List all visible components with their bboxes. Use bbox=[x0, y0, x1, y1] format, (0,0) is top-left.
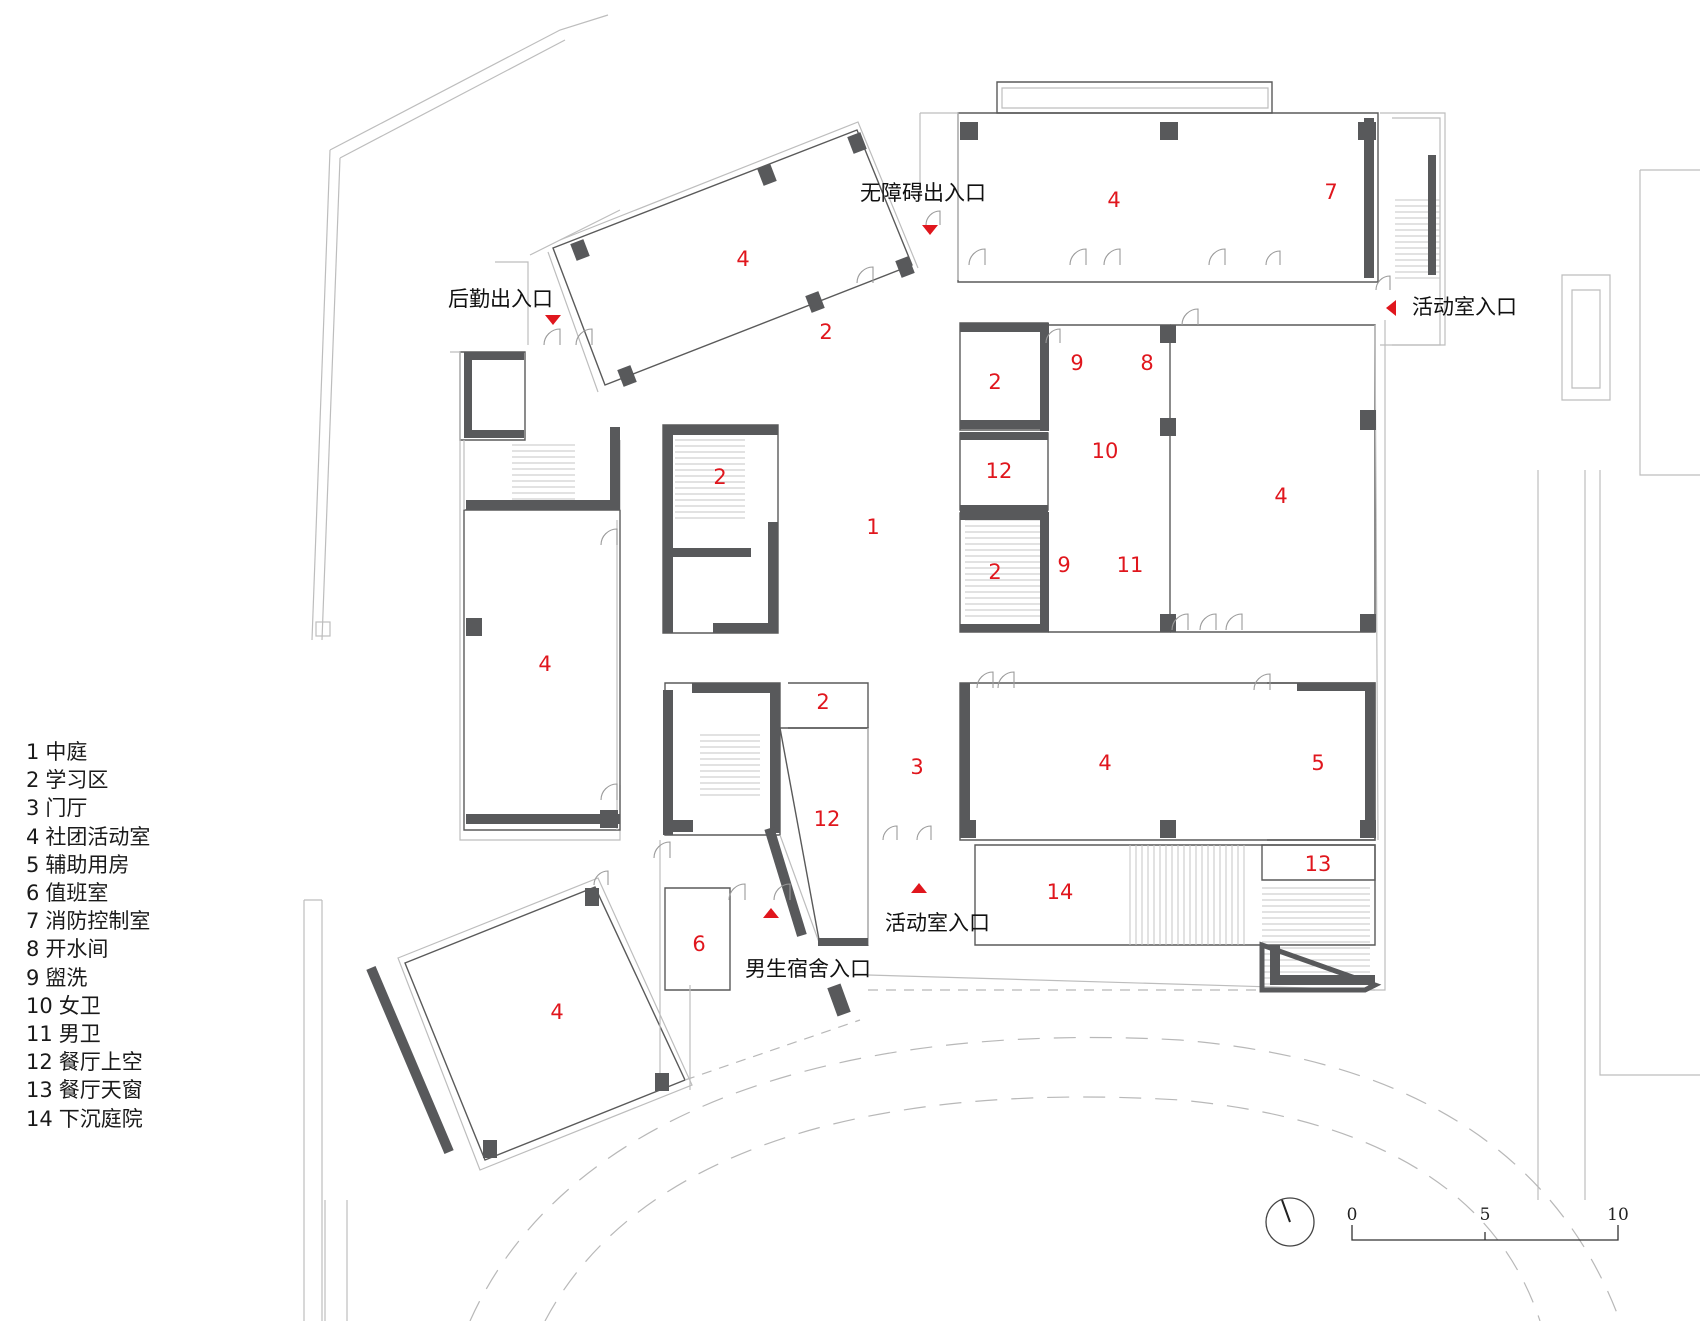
walls bbox=[366, 118, 1436, 1158]
entrance-arrow-icon bbox=[545, 315, 561, 325]
room-label-10: 10 bbox=[1092, 439, 1119, 463]
room-label-6: 6 bbox=[692, 932, 705, 956]
entrance-arrow-icon bbox=[911, 883, 927, 893]
room-label-5: 5 bbox=[1311, 751, 1324, 775]
room-label-2: 2 bbox=[816, 690, 829, 714]
room-label-9: 9 bbox=[1070, 351, 1083, 375]
entrance-arrow-icon bbox=[922, 225, 938, 235]
room-label-4: 4 bbox=[1098, 751, 1111, 775]
north-arrow-icon bbox=[1265, 1197, 1315, 1247]
stairs bbox=[512, 199, 1440, 985]
room-label-14: 14 bbox=[1047, 880, 1074, 904]
room-labels: 4 2 4 7 2 9 8 10 12 2 1 2 9 11 4 4 2 3 1… bbox=[538, 180, 1337, 1024]
entrance-label-dorm: 男生宿舍入口 bbox=[745, 957, 871, 981]
room-label-4: 4 bbox=[550, 1000, 563, 1024]
room-label-1: 1 bbox=[866, 515, 879, 539]
room-label-11: 11 bbox=[1117, 553, 1144, 577]
room-label-2: 2 bbox=[988, 370, 1001, 394]
door-swings bbox=[543, 210, 1391, 901]
entrance-label-activity-east: 活动室入口 bbox=[1412, 295, 1517, 319]
site-context bbox=[303, 14, 1700, 1321]
room-label-2: 2 bbox=[819, 320, 832, 344]
entrance-arrow-icon bbox=[763, 908, 779, 918]
plaza-arc bbox=[469, 1036, 1621, 1321]
room-label-3: 3 bbox=[910, 755, 923, 779]
room-label-12: 12 bbox=[986, 459, 1013, 483]
scale-tick-5: 5 bbox=[1480, 1205, 1491, 1225]
room-label-8: 8 bbox=[1140, 351, 1153, 375]
room-label-2: 2 bbox=[713, 465, 726, 489]
room-label-9: 9 bbox=[1057, 553, 1070, 577]
room-label-7: 7 bbox=[1324, 180, 1337, 204]
entrance-labels: 无障碍出入口 后勤出入口 活动室入口 活动室入口 男生宿舍入口 bbox=[448, 181, 1517, 981]
entrance-label-logistics: 后勤出入口 bbox=[448, 287, 553, 311]
room-label-4: 4 bbox=[736, 247, 749, 271]
room-label-13: 13 bbox=[1305, 852, 1332, 876]
entrance-markers bbox=[545, 225, 1396, 918]
room-label-4: 4 bbox=[1107, 188, 1120, 212]
scale-tick-0: 0 bbox=[1347, 1205, 1358, 1225]
entrance-label-activity-south: 活动室入口 bbox=[885, 911, 990, 935]
scale-bar: 0 5 10 bbox=[1347, 1205, 1629, 1241]
scale-tick-10: 10 bbox=[1607, 1205, 1629, 1225]
entrance-arrow-icon bbox=[1386, 300, 1396, 316]
room-label-12: 12 bbox=[814, 807, 841, 831]
room-label-4: 4 bbox=[538, 652, 551, 676]
entrance-label-accessible: 无障碍出入口 bbox=[860, 181, 986, 205]
room-label-4: 4 bbox=[1274, 484, 1287, 508]
room-label-2: 2 bbox=[988, 560, 1001, 584]
